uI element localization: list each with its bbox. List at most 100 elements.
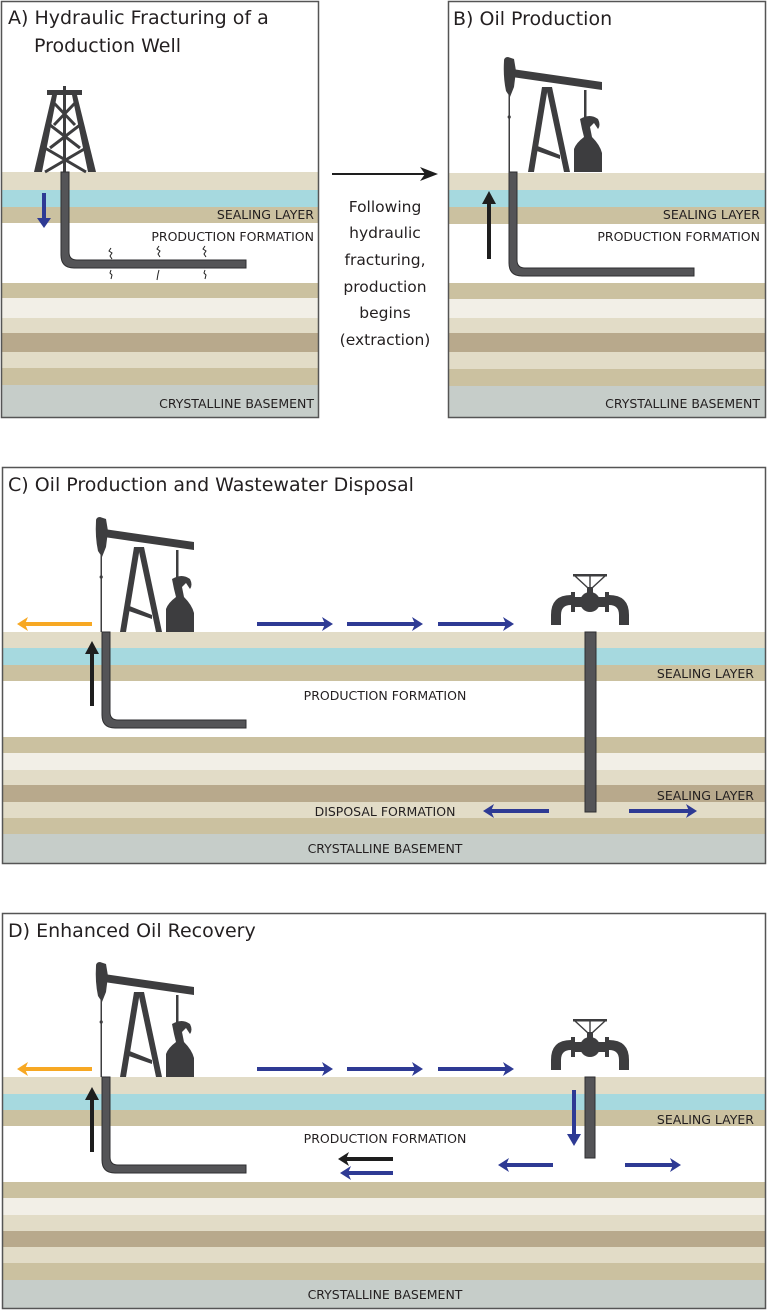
panel-c-title: C) Oil Production and Wastewater Disposa… (8, 474, 414, 496)
flow-arrow-right (347, 617, 423, 631)
layer-deep-2 (3, 753, 765, 770)
production-well-pipe (101, 631, 247, 729)
panel-d-basement-label: CRYSTALLINE BASEMENT (308, 1287, 463, 1302)
layer-sealing (449, 207, 765, 224)
panel-c-basement-label: CRYSTALLINE BASEMENT (308, 841, 463, 856)
oil-out-arrow (17, 1062, 92, 1076)
panel-a: A) Hydraulic Fracturing of a Production … (0, 0, 320, 419)
panel-b: B) Oil Production SEALING LAYER PRODUCTI… (447, 0, 767, 419)
layer-deep-5 (2, 352, 318, 368)
transition-line-2: hydraulic (349, 224, 421, 242)
flow-arrow-right (347, 1062, 423, 1076)
transition-line-3: fracturing, (344, 251, 425, 269)
layer-aquifer (3, 648, 765, 665)
layer-deep-6 (2, 368, 318, 385)
layer-aquifer (3, 1094, 765, 1110)
panel-a-production-label: PRODUCTION FORMATION (151, 229, 314, 244)
wastewater-transfer-arrows (257, 617, 514, 631)
layer-deep-1 (3, 1182, 765, 1198)
water-sweep-left-arrow (340, 1166, 393, 1180)
layer-deep-6 (449, 369, 765, 386)
disposal-flow-right-arrow (629, 804, 697, 818)
layer-basement (3, 834, 765, 864)
layer-basement (2, 385, 318, 417)
layer-disposal (3, 802, 765, 818)
layer-deep-2 (2, 298, 318, 318)
panel-a-sealing-label: SEALING LAYER (217, 207, 314, 222)
panel-c: C) Oil Production and Wastewater Disposa… (1, 466, 767, 865)
injection-wellhead-valve-icon (550, 1018, 630, 1071)
layer-deep-2 (449, 299, 765, 318)
production-well-pipe (101, 1076, 247, 1174)
flow-arrow-right (257, 1062, 333, 1076)
layer-sealing (3, 1110, 765, 1126)
strata-d (3, 1077, 765, 1308)
layer-deep-4 (2, 333, 318, 352)
disposal-flow-left-arrow (483, 804, 549, 818)
layer-deep-3 (3, 1215, 765, 1231)
drilling-derrick-icon (34, 86, 96, 174)
oil-out-arrow (17, 617, 92, 631)
pump-jack-icon (503, 57, 602, 172)
layer-basement (3, 1280, 765, 1308)
panel-d: D) Enhanced Oil Recovery SEALING LAYER P… (1, 912, 767, 1310)
layer-deep-4 (449, 333, 765, 352)
extraction-up-arrow (85, 641, 99, 706)
layer-deep-3 (3, 770, 765, 785)
injection-flow-right-arrow (625, 1158, 681, 1172)
layer-deep-5 (3, 1247, 765, 1263)
extraction-up-arrow (85, 1087, 99, 1152)
panel-c-disposal-label: DISPOSAL FORMATION (315, 804, 456, 819)
disposal-well-pipe (584, 631, 597, 813)
panel-d-frame (1, 912, 767, 1310)
panel-b-frame (447, 0, 767, 419)
flow-arrow-right (257, 617, 333, 631)
injection-flow-left-arrow (498, 1158, 553, 1172)
production-well-pipe (508, 171, 695, 277)
layer-sealing (2, 207, 318, 223)
layer-basement (449, 386, 765, 417)
panel-c-sealing-lower-label: SEALING LAYER (657, 788, 754, 803)
layer-surface (3, 1077, 765, 1094)
water-transfer-arrows (257, 1062, 514, 1076)
panel-c-production-label: PRODUCTION FORMATION (304, 688, 467, 703)
flow-arrow-right (438, 617, 514, 631)
strata-c (3, 632, 765, 864)
fracture-icons (108, 245, 207, 281)
layer-production (2, 223, 318, 283)
panel-d-sealing-label: SEALING LAYER (657, 1112, 754, 1127)
flow-arrow-right (438, 1062, 514, 1076)
panel-c-frame (1, 466, 767, 865)
layer-deep-3 (2, 318, 318, 333)
horizontal-well-pipe (60, 171, 247, 269)
injection-wellhead-valve-icon (550, 573, 630, 626)
injection-down-arrow (567, 1090, 581, 1146)
injection-down-arrow (37, 193, 51, 228)
panel-b-production-label: PRODUCTION FORMATION (597, 229, 760, 244)
panel-b-sealing-label: SEALING LAYER (663, 207, 760, 222)
layer-deep-6 (3, 818, 765, 834)
transition: Following hydraulic fracturing, producti… (332, 167, 438, 349)
strata-b (449, 173, 765, 417)
transition-line-6: (extraction) (340, 331, 431, 349)
transition-line-5: begins (359, 304, 410, 322)
layer-aquifer (2, 190, 318, 207)
transition-line-4: production (343, 278, 426, 296)
layer-deep-6 (3, 1263, 765, 1280)
panel-b-title: B) Oil Production (453, 8, 612, 30)
layer-aquifer (449, 190, 765, 207)
layer-deep-1 (3, 737, 765, 753)
layer-deep-1 (449, 283, 765, 299)
transition-arrow-head-icon (420, 167, 438, 181)
panel-a-title-line1: A) Hydraulic Fracturing of a (8, 7, 269, 29)
layer-sealing-upper (3, 665, 765, 681)
layer-deep-1 (2, 283, 318, 298)
panel-a-frame (0, 0, 320, 419)
panel-a-basement-label: CRYSTALLINE BASEMENT (159, 396, 314, 411)
layer-surface (449, 173, 765, 190)
panel-a-title-line2: Production Well (34, 35, 181, 57)
layer-deep-5 (449, 352, 765, 369)
panel-d-production-label: PRODUCTION FORMATION (304, 1131, 467, 1146)
transition-line-1: Following (349, 198, 422, 216)
pump-jack-icon (95, 962, 194, 1077)
